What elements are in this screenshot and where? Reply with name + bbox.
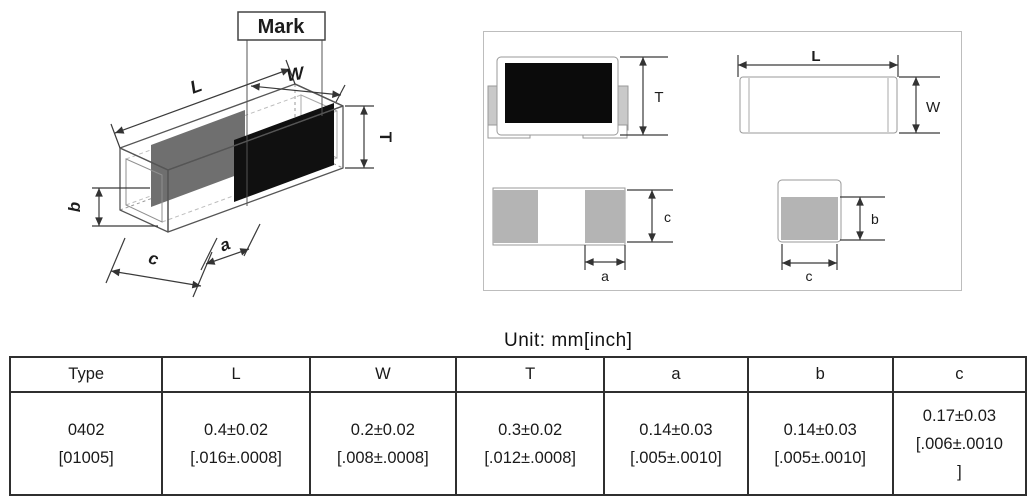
cell-b: 0.14±0.03 [.005±.0010] (746, 391, 894, 496)
top-view-body (739, 76, 898, 134)
col-header-b: b (746, 356, 894, 393)
col-header-type: Type (8, 356, 164, 393)
dim-label-W: W (285, 63, 307, 86)
left-end-inner-outline (125, 158, 163, 223)
col-header-T: T (454, 356, 606, 393)
bottom-view-left-pad (493, 190, 538, 243)
bottom-view-dim-label-c: c (664, 209, 671, 225)
isometric-chip-drawing: Mark L W T b (65, 11, 395, 298)
unit-note: Unit: mm[inch] (504, 330, 633, 351)
dim-label-b: b (65, 202, 84, 212)
dim-c (105, 237, 213, 298)
cell-T: 0.3±0.02 [.012±.0008] (454, 391, 606, 496)
top-view-dim-label-W: W (926, 99, 941, 116)
dim-L (110, 59, 296, 149)
bottom-view-right-pad (585, 190, 625, 243)
mark-label-box (237, 11, 326, 41)
end-view-dim-label-c: c (806, 268, 813, 284)
dim-label-L: L (187, 75, 204, 98)
col-header-a: a (603, 356, 749, 393)
mark-callout: Mark (237, 11, 326, 206)
cell-a: 0.14±0.03 [.005±.0010] (603, 391, 749, 496)
cell-L: 0.4±0.02 [.016±.0008] (161, 391, 311, 496)
cell-W: 0.2±0.02 [.008±.0008] (308, 391, 458, 496)
bottom-view: c a (492, 187, 673, 284)
dim-label-c: c (146, 248, 161, 269)
bottom-view-dim-label-a: a (601, 268, 609, 284)
top-view: L W (737, 48, 941, 134)
table-row: 0402 [01005] 0.4±0.02 [.016±.0008] 0.2±0… (8, 391, 1028, 496)
right-electrode-band (234, 103, 334, 202)
col-header-W: W (308, 356, 458, 393)
dim-T (345, 105, 374, 169)
dim-a (200, 223, 261, 271)
mark-label: Mark (258, 16, 306, 38)
cell-type: 0402 [01005] (8, 391, 164, 496)
side-view-dim-label-T: T (654, 89, 663, 106)
dim-label-T: T (376, 132, 395, 143)
top-view-dim-label-L: L (811, 48, 820, 65)
dimensions-table: Type L W T a b c 0402 [01005] 0.4±0.02 [… (8, 356, 1028, 496)
col-header-L: L (161, 356, 311, 393)
orthographic-views-panel: T L W (483, 31, 962, 291)
dim-b (92, 187, 158, 227)
end-view-pad (781, 197, 838, 240)
dim-label-a: a (217, 234, 233, 255)
cell-c: 0.17±0.03 [.006±.0010 ] (891, 391, 1028, 496)
end-view-dim-label-b: b (871, 211, 879, 227)
dim-W (250, 83, 346, 103)
side-view-black-body (505, 63, 612, 123)
table-header-row: Type L W T a b c (8, 356, 1028, 393)
end-view: b c (777, 179, 885, 284)
col-header-c: c (891, 356, 1028, 393)
side-view: T (487, 56, 668, 139)
